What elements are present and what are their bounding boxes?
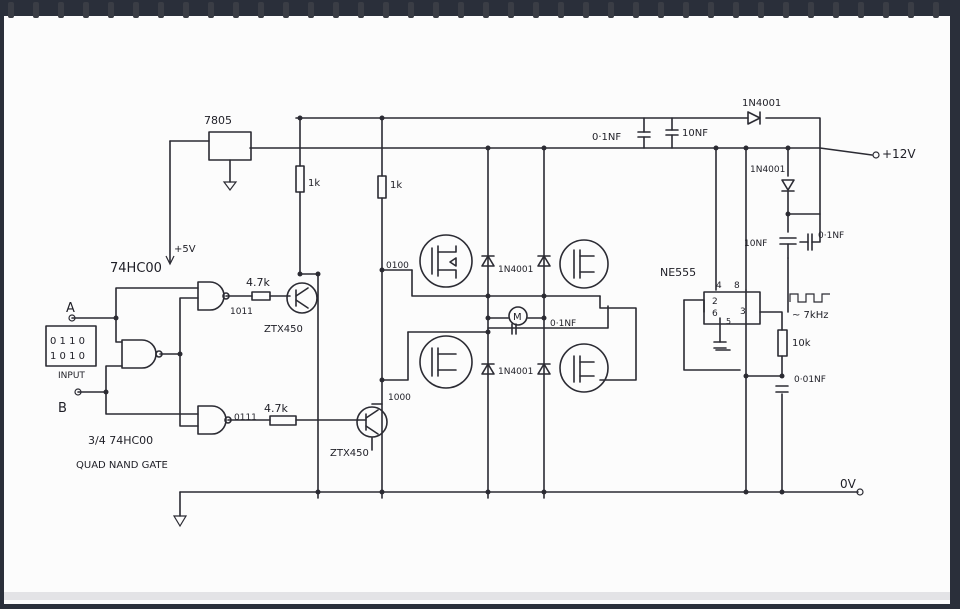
- truth-row-2: 1 0 1 0: [50, 351, 85, 362]
- base-resistor-top: [251, 291, 271, 301]
- nand-gate-top: [197, 281, 230, 311]
- resistor-10k-label: 10k: [792, 338, 811, 349]
- code-low-bridge: 1000: [388, 393, 411, 403]
- capacitor-01-top: [637, 117, 651, 149]
- frequency-label: ~ 7kHz: [792, 310, 828, 321]
- input-a-label: A: [66, 301, 75, 316]
- pin8: 8: [734, 281, 740, 291]
- bridge-diode-label-1: 1N4001: [498, 265, 533, 275]
- bridge-diode-1: [481, 255, 551, 267]
- pin2: 2: [712, 297, 718, 307]
- resistor-10k: [777, 329, 788, 357]
- ground-label: 0V: [840, 477, 857, 491]
- base-resistor-bottom: [269, 415, 297, 426]
- junction-dots: [103, 115, 791, 495]
- motor-symbol: [508, 306, 528, 326]
- pullup-resistor-1: [295, 165, 305, 193]
- gate-caption-1: 3/4 74HC00: [88, 434, 153, 447]
- cap-label-01-right: 0·1NF: [818, 231, 844, 241]
- transistor-bottom: [356, 406, 388, 438]
- diode-top: [747, 111, 761, 125]
- pin6: 6: [712, 309, 718, 319]
- terminals: [68, 151, 880, 496]
- truth-row-1: 0 1 1 0: [50, 336, 85, 347]
- code-bottom: 0111: [234, 413, 257, 423]
- diode-label-right: 1N4001: [750, 165, 785, 175]
- bridge-diode-label-2: 1N4001: [498, 367, 533, 377]
- motor-capacitor: [511, 323, 517, 335]
- ground-symbol-main: [172, 515, 188, 528]
- transistor-label-top: ZTX450: [264, 324, 303, 335]
- bridge-diode-2: [481, 363, 551, 375]
- cap-label-10-top: 10NF: [682, 128, 708, 139]
- pin3: 3: [740, 307, 746, 317]
- timer-capacitor: [713, 341, 727, 349]
- cap-001-label: 0·01NF: [794, 375, 826, 385]
- mosfet-bottom-left: [419, 335, 473, 389]
- pin4: 4: [716, 281, 722, 291]
- plus5v-arrow: [165, 255, 175, 266]
- res-label-top: 4.7k: [246, 276, 270, 289]
- ground-symbol-regulator: [222, 181, 238, 191]
- input-truth-box: [45, 325, 97, 367]
- motor-label: M: [513, 312, 522, 323]
- transistor-label-bottom: ZTX450: [330, 448, 369, 459]
- cap-label-01-top: 0·1NF: [592, 132, 621, 143]
- code-top: 1011: [230, 307, 253, 317]
- capacitor-001: [775, 385, 789, 393]
- mosfet-top-left: [419, 234, 473, 288]
- cap-label-10-right: 10NF: [744, 239, 767, 249]
- transistor-top: [286, 282, 318, 314]
- diode-right: [781, 179, 795, 192]
- regulator-label: 7805: [204, 114, 232, 127]
- paper: [4, 16, 950, 604]
- input-b-label: B: [58, 401, 67, 416]
- pin5: 5: [726, 317, 731, 326]
- timer-ic-box: [703, 291, 761, 325]
- input-caption: INPUT: [58, 371, 85, 381]
- pullup-label-2: 1k: [390, 180, 402, 191]
- timer-label: NE555: [660, 266, 696, 279]
- mosfet-bottom-right: [559, 343, 609, 393]
- nand-gate-bottom: [197, 405, 232, 435]
- logic-ic-label: 74HC00: [110, 261, 162, 276]
- nand-gate-middle: [121, 339, 163, 369]
- res-label-bottom: 4.7k: [264, 402, 288, 415]
- mosfet-top-right: [559, 239, 609, 289]
- capacitor-10-top: [665, 117, 679, 149]
- code-left-bridge: 0100: [386, 261, 409, 271]
- pullup-label-1: 1k: [308, 178, 320, 189]
- supply-label: +12V: [882, 147, 916, 161]
- square-wave-icon: [789, 293, 830, 303]
- plus5v-label: +5V: [174, 244, 196, 255]
- capacitor-01-right: [807, 213, 821, 251]
- diode-label-top: 1N4001: [742, 98, 781, 109]
- capacitor-10-right: [779, 237, 797, 259]
- gate-caption-2: QUAD NAND GATE: [76, 460, 168, 471]
- regulator-box: [208, 131, 252, 161]
- cap-motor-label: 0·1NF: [550, 319, 576, 329]
- spiral-binding: [8, 2, 939, 18]
- pullup-resistor-2: [377, 175, 387, 199]
